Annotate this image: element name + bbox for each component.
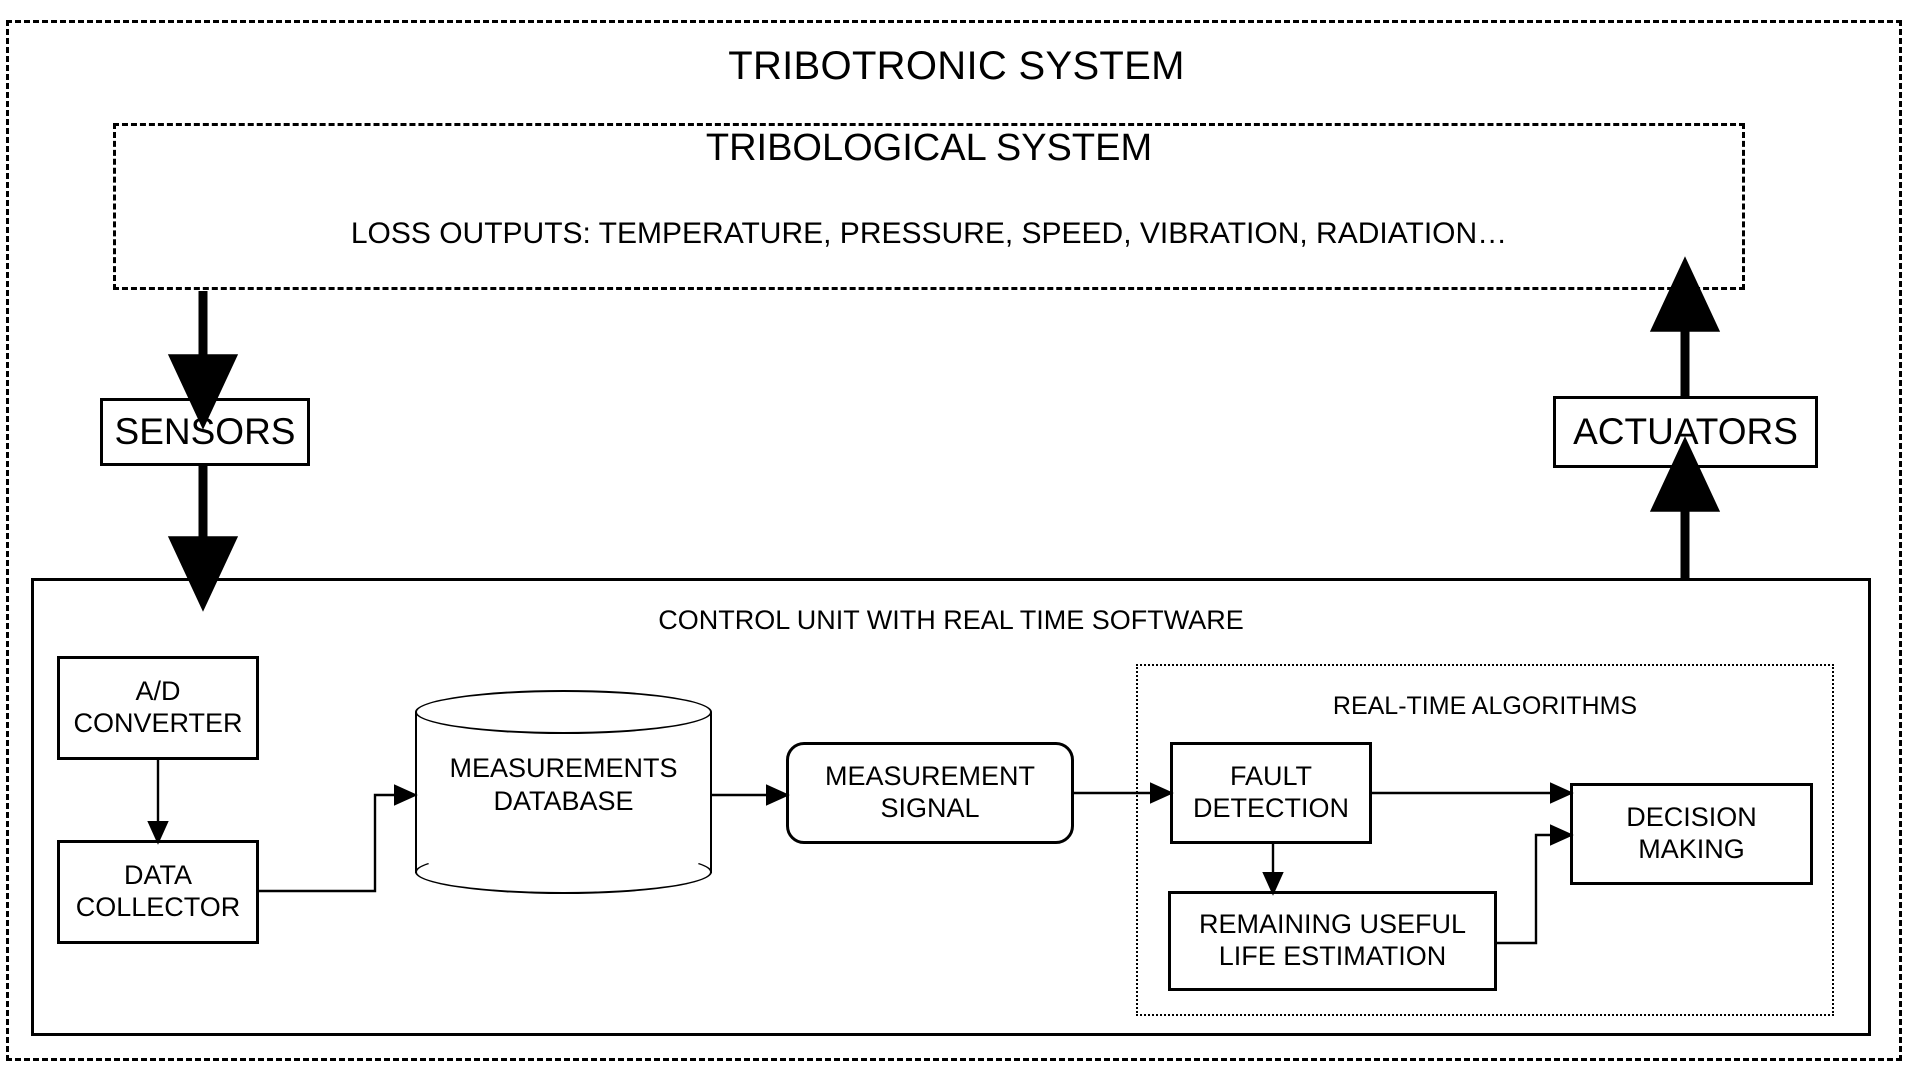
tribological-system-title: TRIBOLOGICAL SYSTEM [705, 127, 1153, 169]
node-sensors[interactable]: SENSORS [100, 398, 310, 466]
control-unit-boundary [31, 578, 1871, 1036]
real-time-algorithms-boundary [1136, 664, 1834, 1016]
cylinder-top-ellipse [415, 690, 712, 734]
cylinder-bottom-ellipse [415, 850, 712, 894]
tribotronic-system-boundary [6, 20, 1902, 1061]
control-unit-title: CONTROL UNIT WITH REAL TIME SOFTWARE [658, 605, 1244, 635]
tribological-system-boundary [113, 123, 1745, 290]
page-title: TRIBOTRONIC SYSTEM [728, 44, 1185, 88]
node-actuators[interactable]: ACTUATORS [1553, 396, 1818, 468]
real-time-algorithms-title: REAL-TIME ALGORITHMS [1332, 692, 1638, 720]
loss-outputs-label: LOSS OUTPUTS: TEMPERATURE, PRESSURE, SPE… [350, 217, 1508, 250]
